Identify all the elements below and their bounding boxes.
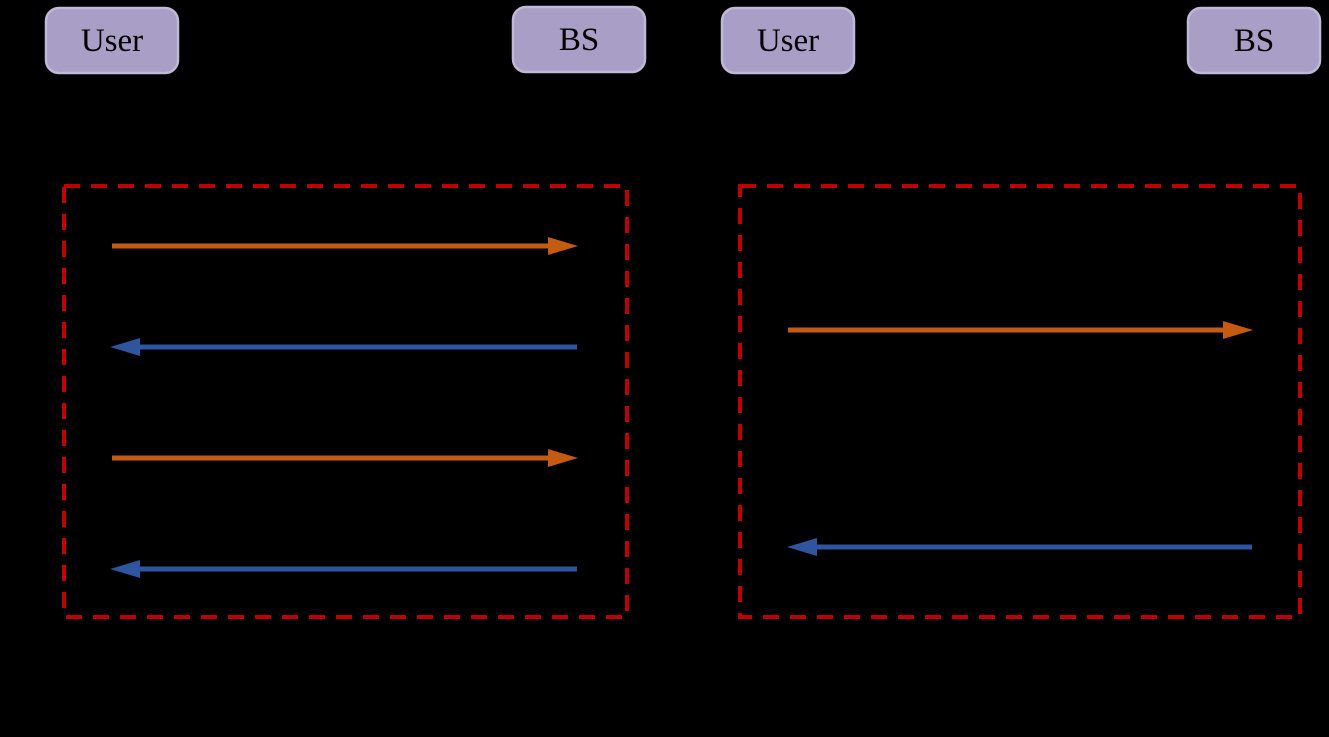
actor-box-bs-left (511, 5, 647, 74)
message-arrow-left-4-downlink (110, 560, 577, 578)
message-arrow-right-2-downlink (787, 538, 1252, 556)
actor-label-bs-right: BS (1234, 23, 1274, 59)
actor-box-bs-right (1186, 6, 1322, 75)
arrow-head-left-icon (787, 538, 817, 556)
actor-label-bs-left: BS (559, 22, 599, 58)
message-arrow-left-2-downlink (110, 338, 577, 356)
message-arrow-left-1-uplink (112, 237, 578, 255)
actor-label-user-left: User (81, 23, 143, 59)
arrow-head-left-icon (110, 560, 140, 578)
arrow-head-right-icon (548, 237, 578, 255)
dashed-group-box-right (738, 184, 1302, 619)
actor-label-user-right: User (757, 23, 819, 59)
arrow-head-right-icon (548, 449, 578, 467)
dashed-group-box-left (62, 184, 629, 619)
actor-box-user-left (44, 6, 180, 75)
actor-box-user-right (720, 6, 856, 75)
message-arrow-left-3-uplink (112, 449, 578, 467)
panel-right-procedure: User BS (720, 6, 1322, 692)
message-arrow-right-1-uplink (788, 321, 1253, 339)
panel-left-procedure: User BS (44, 5, 647, 692)
arrow-head-right-icon (1223, 321, 1253, 339)
arrow-head-left-icon (110, 338, 140, 356)
